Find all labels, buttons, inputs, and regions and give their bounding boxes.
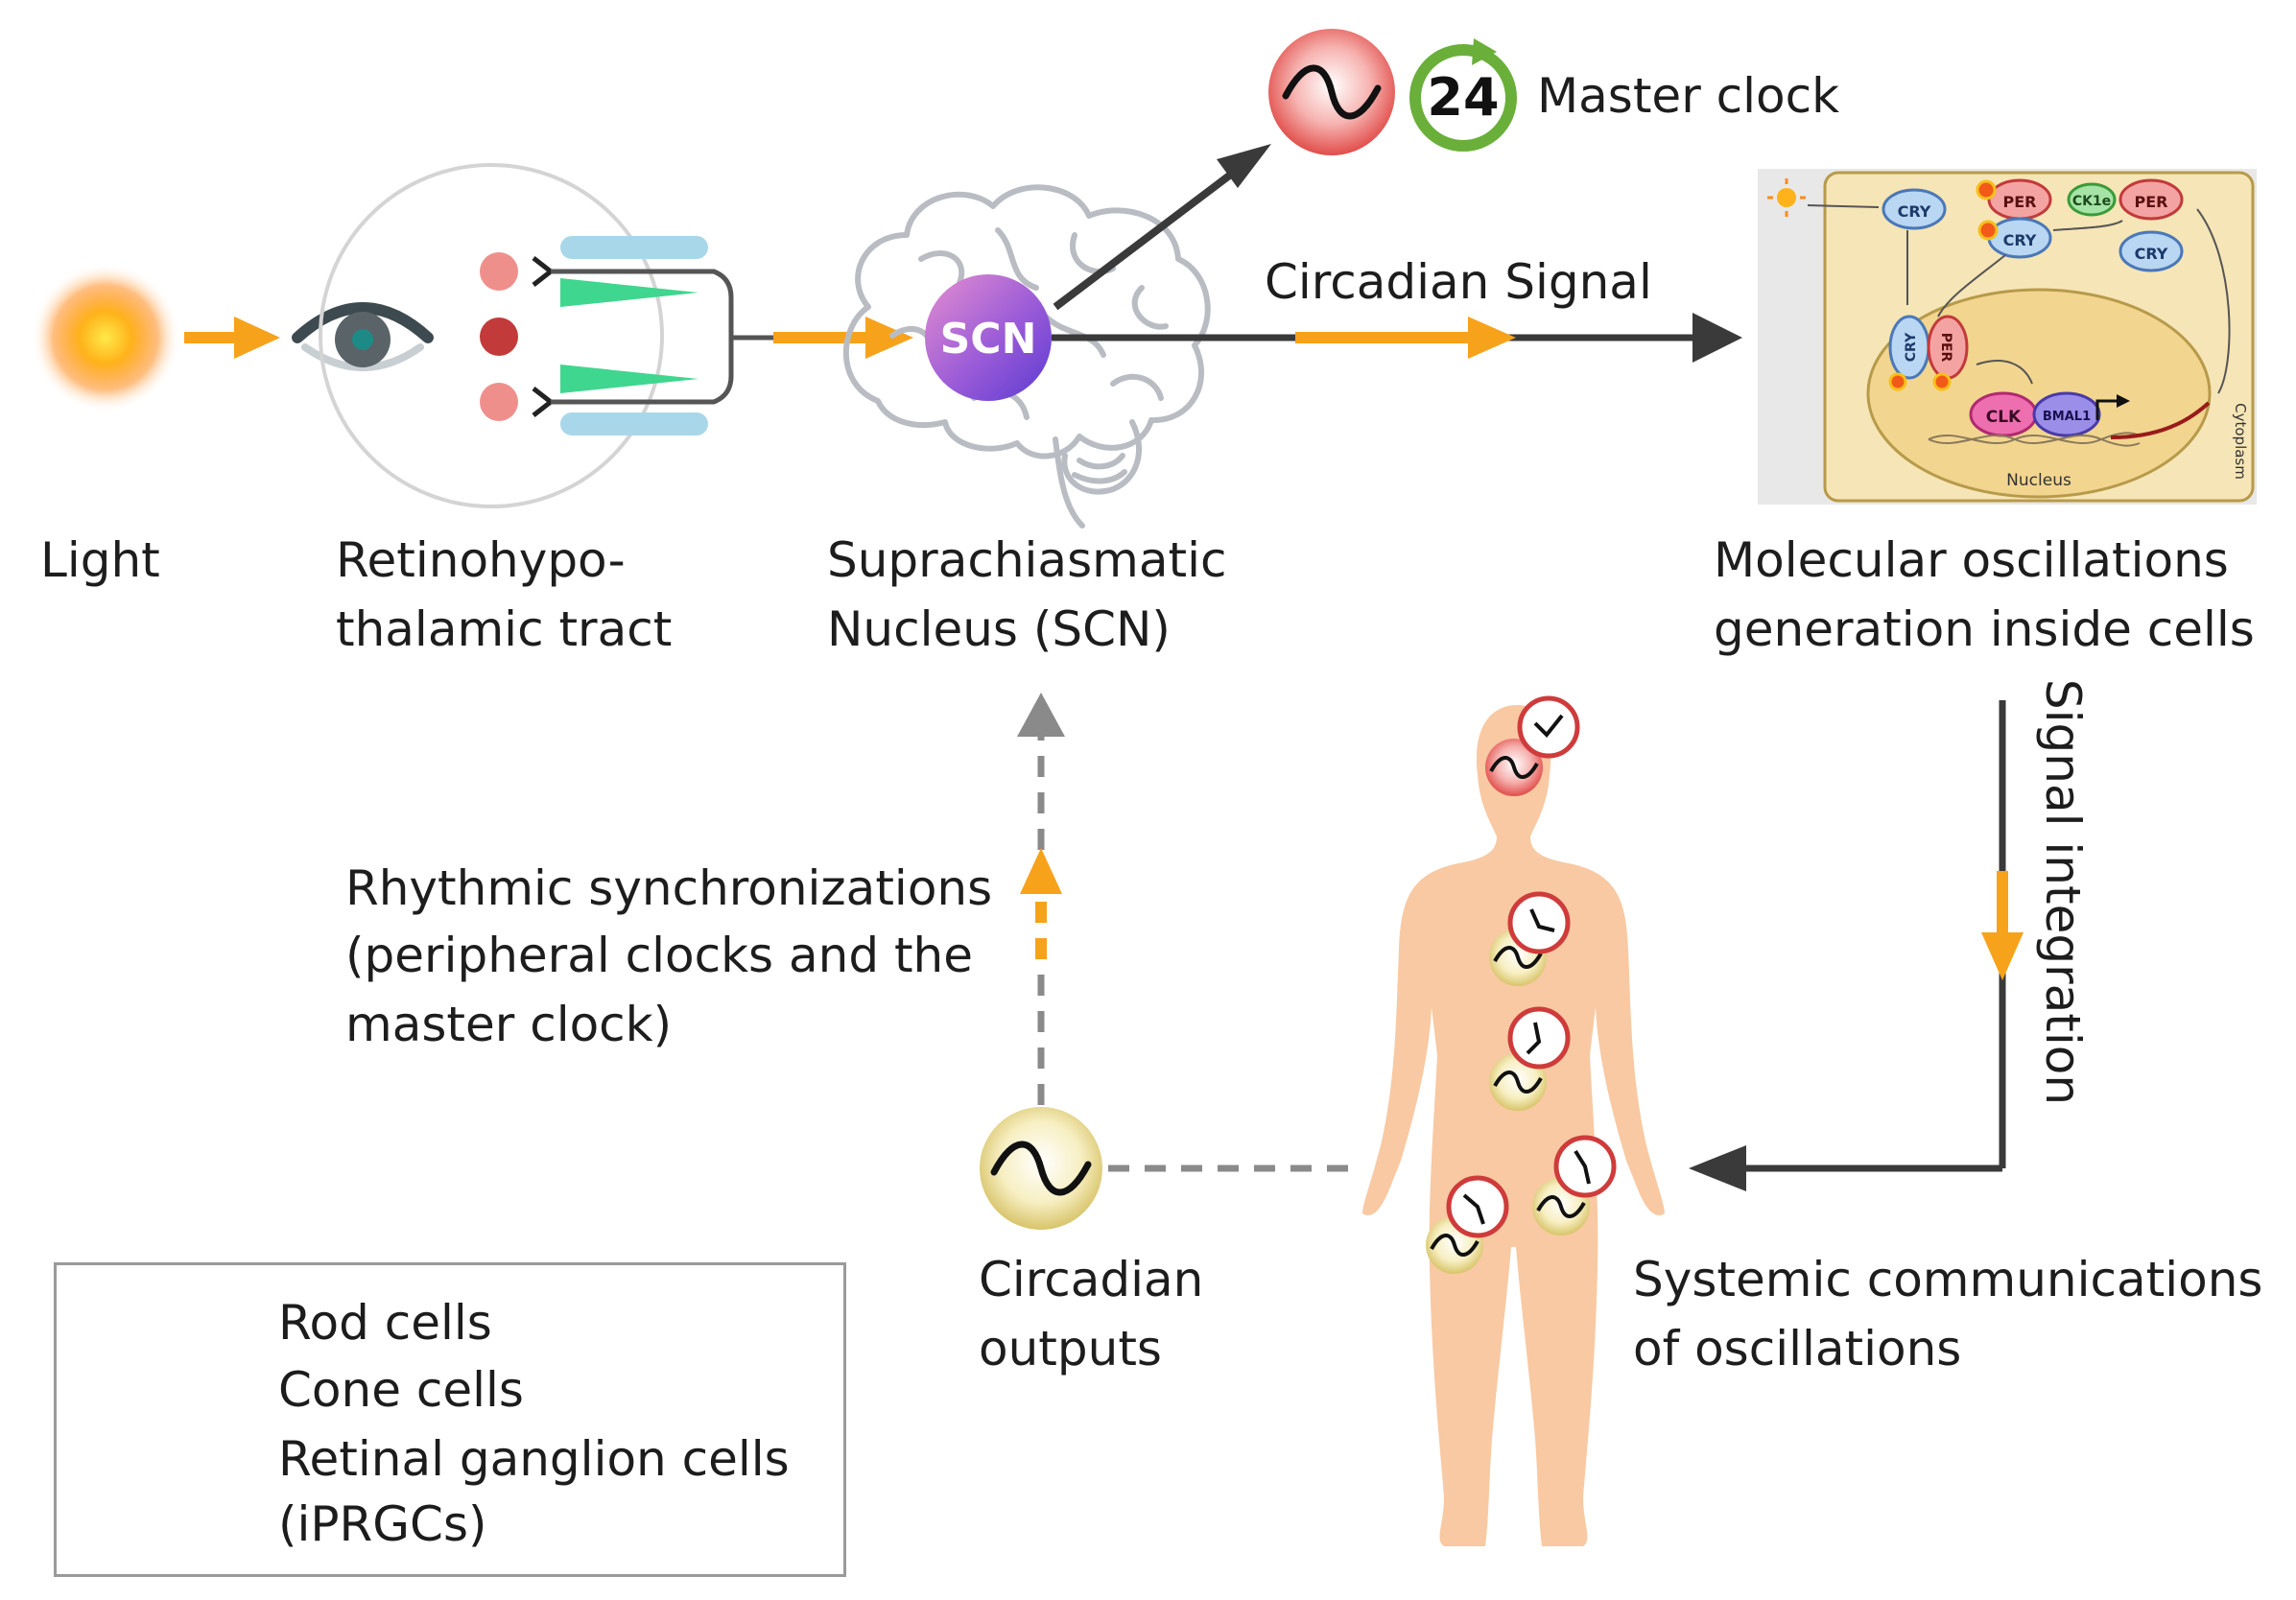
- label-molecular-line1: Molecular oscillations: [1714, 532, 2229, 588]
- outputs-wave-icon: [990, 1141, 1092, 1196]
- legend-cone-label: Cone cells: [278, 1362, 524, 1418]
- label-outputs-line1: Circadian: [979, 1252, 1204, 1307]
- label-circadian-signal: Circadian Signal: [1265, 254, 1652, 310]
- arrowhead-to-body: [1689, 1145, 1746, 1191]
- svg-text:24: 24: [1427, 67, 1499, 128]
- label-rhythmic-line2: (peripheral clocks and the: [345, 928, 974, 983]
- ganglion-cells: [480, 252, 556, 421]
- cell-panel: CRY PER CRY CK1e PER CRY CRY PER CLK BMA…: [1758, 169, 2257, 505]
- svg-text:CRY: CRY: [2003, 231, 2037, 249]
- label-scn-line2: Nucleus (SCN): [827, 601, 1171, 657]
- arrowhead-master: [1217, 144, 1271, 188]
- label-systemic-line1: Systemic communications: [1633, 1252, 2263, 1307]
- scn-badge: [925, 274, 1052, 401]
- arrow-scn-to-master: [1053, 154, 1255, 311]
- left-leg-clock-icon: [1426, 1175, 1509, 1274]
- arrow-light-to-eye: [184, 317, 280, 359]
- label-retino-line2: thalamic tract: [336, 601, 673, 657]
- label-light: Light: [40, 532, 160, 588]
- scn-badge-label: SCN: [940, 315, 1037, 364]
- label-master-clock: Master clock: [1537, 68, 1840, 124]
- label-rhythmic-line1: Rhythmic synchronizations: [345, 860, 993, 916]
- svg-text:CRY: CRY: [1898, 202, 1931, 221]
- label-molecular-line2: generation inside cells: [1714, 601, 2255, 657]
- svg-text:Nucleus: Nucleus: [2006, 471, 2071, 490]
- label-scn-line1: Suprachiasmatic: [827, 532, 1227, 588]
- label-systemic-line2: of oscillations: [1633, 1321, 1962, 1376]
- cone-cells: [560, 278, 698, 393]
- arrow-signal-integration-orange: [1981, 871, 2024, 980]
- label-outputs-line2: outputs: [979, 1321, 1162, 1376]
- retina-circle: [319, 163, 664, 508]
- svg-text:CRY: CRY: [1904, 332, 1919, 362]
- arrow-circadian-signal-orange: [1295, 317, 1516, 359]
- svg-text:Cytoplasm: Cytoplasm: [2232, 403, 2249, 480]
- arrowhead-to-cell: [1692, 313, 1742, 363]
- arrow-rhythmic-orange: [1020, 848, 1062, 959]
- legend-rod-label: Rod cells: [278, 1295, 492, 1351]
- right-leg-clock-icon: [1532, 1135, 1617, 1235]
- svg-text:PER: PER: [1938, 333, 1953, 363]
- human-body: [1362, 705, 1665, 1546]
- label-rhythmic-line3: master clock): [345, 997, 673, 1052]
- clock-24-icon: 24: [1409, 38, 1517, 152]
- svg-text:BMAL1: BMAL1: [2043, 410, 2091, 424]
- legend-ganglion-line2: (iPRGCs): [278, 1496, 487, 1552]
- svg-text:CRY: CRY: [2135, 245, 2168, 263]
- abdomen-clock-icon: [1489, 1006, 1571, 1111]
- eye-icon: [292, 302, 434, 371]
- svg-text:PER: PER: [2003, 193, 2037, 211]
- legend-box: [54, 1262, 846, 1577]
- chest-clock-icon: [1489, 891, 1571, 986]
- head-clock-icon: [1485, 695, 1580, 796]
- sun-icon: [31, 263, 180, 412]
- svg-text:CLK: CLK: [1986, 408, 2022, 427]
- arrow-retina-to-scn: [773, 317, 913, 359]
- rod-cells: [560, 236, 708, 435]
- svg-text:PER: PER: [2135, 193, 2168, 211]
- label-signal-integration: Signal integration: [2035, 678, 2091, 1106]
- arrowhead-to-scn: [1017, 693, 1065, 737]
- legend-ganglion-line1: Retinal ganglion cells: [278, 1431, 790, 1487]
- svg-text:CK1e: CK1e: [2072, 194, 2111, 209]
- wave-icon: [1282, 64, 1382, 120]
- label-retino-line1: Retinohypo-: [336, 532, 626, 588]
